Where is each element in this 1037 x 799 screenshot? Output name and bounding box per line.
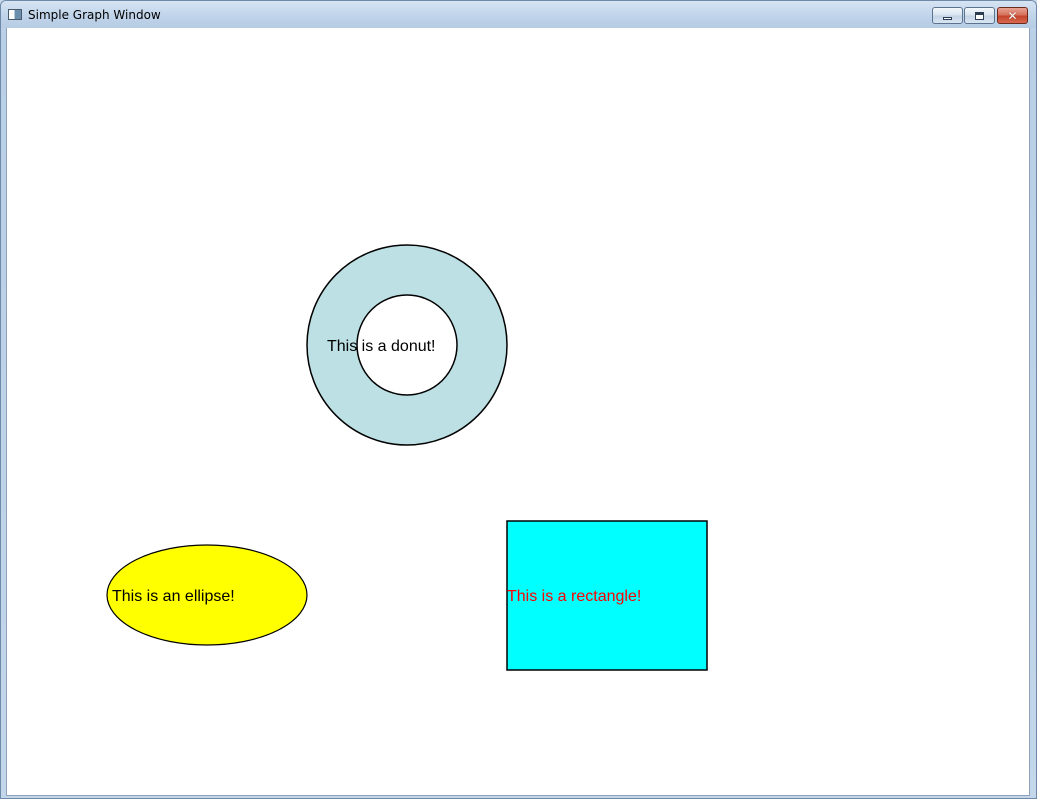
rectangle-shape: This is a rectangle! xyxy=(506,520,708,671)
ellipse-shape: This is an ellipse! xyxy=(106,544,308,646)
maximize-icon xyxy=(975,11,984,20)
ellipse-label: This is an ellipse! xyxy=(112,588,235,605)
rectangle xyxy=(506,520,708,671)
close-button[interactable]: ✕ xyxy=(997,7,1028,24)
donut-shape: This is a donut! xyxy=(306,244,508,446)
window-title: Simple Graph Window xyxy=(28,8,161,22)
donut-ring xyxy=(306,244,508,446)
maximize-button[interactable] xyxy=(964,7,995,24)
rectangle-label: This is a rectangle! xyxy=(507,588,641,605)
close-icon: ✕ xyxy=(1007,8,1018,23)
minimize-button[interactable] xyxy=(932,7,963,24)
minimize-icon xyxy=(943,17,952,20)
ellipse xyxy=(106,544,308,646)
donut-label: This is a donut! xyxy=(327,338,436,355)
graph-canvas-area[interactable]: This is a donut! This is an ellipse! Thi… xyxy=(6,28,1030,796)
title-bar[interactable]: Simple Graph Window ✕ xyxy=(1,1,1036,28)
graph-canvas: This is a donut! This is an ellipse! Thi… xyxy=(106,244,708,671)
app-window-icon[interactable] xyxy=(8,9,22,20)
